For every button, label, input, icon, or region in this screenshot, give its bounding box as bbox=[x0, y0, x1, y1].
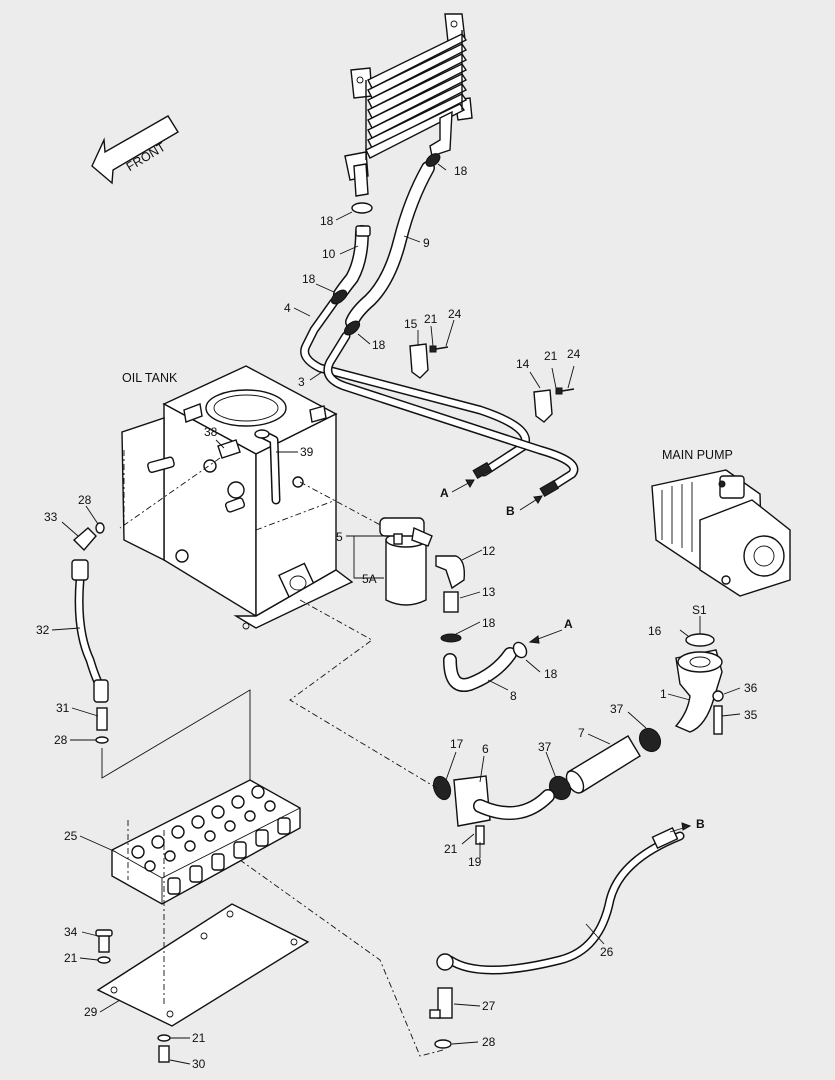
pipe-4 bbox=[300, 297, 530, 477]
callout-32: 32 bbox=[36, 623, 50, 637]
callout-18: 18 bbox=[372, 338, 386, 352]
callout-37: 37 bbox=[610, 702, 624, 716]
washer-36 bbox=[712, 690, 724, 702]
callout-4: 4 bbox=[284, 301, 291, 315]
callout-37: 37 bbox=[538, 740, 552, 754]
fitting-27 bbox=[429, 953, 454, 1019]
hose-9 bbox=[345, 161, 435, 329]
oil-tank bbox=[121, 365, 354, 630]
callout-18: 18 bbox=[320, 214, 334, 228]
callout-21: 21 bbox=[444, 842, 458, 856]
callout-12: 12 bbox=[482, 544, 496, 558]
callout-19: 19 bbox=[468, 855, 482, 869]
callout-10: 10 bbox=[322, 247, 336, 261]
callout-31: 31 bbox=[56, 701, 70, 715]
callout-36: 36 bbox=[744, 681, 758, 695]
callout-25: 25 bbox=[64, 829, 78, 843]
callout-14: 14 bbox=[516, 357, 530, 371]
callout-38: 38 bbox=[204, 425, 218, 439]
callout-17: 17 bbox=[450, 737, 464, 751]
callout-21: 21 bbox=[544, 349, 558, 363]
callout-30: 30 bbox=[192, 1057, 206, 1071]
callout-s1: S1 bbox=[692, 603, 707, 617]
elbow-38 bbox=[217, 439, 241, 459]
hose-8 bbox=[443, 641, 528, 692]
callout-8: 8 bbox=[510, 689, 517, 703]
callout-35: 35 bbox=[744, 708, 758, 722]
callout-29: 29 bbox=[84, 1005, 98, 1019]
callout-a: A bbox=[440, 486, 449, 500]
pipe-3 bbox=[323, 331, 579, 493]
bolt-30 bbox=[158, 1045, 170, 1063]
suction-pipe-6 bbox=[453, 775, 555, 827]
main-pump-label: MAIN PUMP bbox=[662, 448, 733, 462]
o-ring-17 bbox=[432, 775, 452, 801]
callout-28: 28 bbox=[78, 493, 92, 507]
bracket-14 bbox=[533, 387, 575, 423]
hose-32 bbox=[71, 559, 109, 703]
o-ring-28-bottom bbox=[434, 1039, 452, 1049]
callout-21: 21 bbox=[192, 1031, 206, 1045]
elbow-33 bbox=[72, 527, 97, 552]
hose-26 bbox=[445, 826, 685, 975]
main-pump bbox=[651, 469, 791, 597]
callout-3: 3 bbox=[298, 375, 305, 389]
bolt-35 bbox=[713, 705, 723, 735]
callout-15: 15 bbox=[404, 317, 418, 331]
callout-18: 18 bbox=[482, 616, 496, 630]
callout-13: 13 bbox=[482, 585, 496, 599]
callout-24: 24 bbox=[567, 347, 581, 361]
o-ring-28-left bbox=[95, 736, 109, 744]
front-arrow: FRONT bbox=[91, 115, 179, 185]
flow-arrows bbox=[451, 479, 692, 833]
callout-18: 18 bbox=[302, 272, 316, 286]
callout-34: 34 bbox=[64, 925, 78, 939]
callout-b: B bbox=[506, 504, 515, 518]
callout-18: 18 bbox=[544, 667, 558, 681]
control-valve-25 bbox=[111, 779, 301, 905]
suction-pipe-39 bbox=[254, 429, 281, 505]
callout-18: 18 bbox=[454, 164, 468, 178]
callout-9: 9 bbox=[423, 236, 430, 250]
callout-leaders bbox=[51, 163, 741, 1065]
nipple-13 bbox=[443, 591, 459, 613]
suction-hose-7 bbox=[565, 735, 641, 794]
callout-21: 21 bbox=[64, 951, 78, 965]
o-ring-16 bbox=[685, 633, 715, 647]
line-filter-5 bbox=[379, 517, 433, 606]
bracket-15 bbox=[409, 343, 449, 379]
callout-39: 39 bbox=[300, 445, 314, 459]
hose-10 bbox=[333, 225, 369, 301]
oil-cooler bbox=[344, 13, 473, 197]
callout-5: 5 bbox=[336, 530, 343, 544]
callout-28: 28 bbox=[482, 1035, 496, 1049]
suction-elbow-1 bbox=[674, 649, 723, 733]
bolt-19 bbox=[475, 825, 485, 845]
cover-plate-29 bbox=[96, 903, 310, 1027]
callout-5a: 5A bbox=[362, 572, 377, 586]
hose-clamp bbox=[330, 153, 441, 336]
callout-b: B bbox=[696, 817, 705, 831]
callout-labels: 18 18 10 9 18 4 18 3 15 21 24 14 21 24 3… bbox=[36, 164, 758, 1071]
callout-16: 16 bbox=[648, 624, 662, 638]
callout-26: 26 bbox=[600, 945, 614, 959]
o-ring-28-top bbox=[95, 522, 105, 534]
callout-7: 7 bbox=[578, 726, 585, 740]
clamp-37 bbox=[638, 727, 662, 753]
callout-27: 27 bbox=[482, 999, 496, 1013]
oil-tank-label: OIL TANK bbox=[122, 371, 178, 385]
callout-21: 21 bbox=[424, 312, 438, 326]
elbow-12 bbox=[435, 555, 466, 590]
callout-6: 6 bbox=[482, 742, 489, 756]
callout-24: 24 bbox=[448, 307, 462, 321]
callout-1: 1 bbox=[660, 687, 667, 701]
connector-31 bbox=[96, 707, 108, 731]
callout-a: A bbox=[564, 617, 573, 631]
callout-33: 33 bbox=[44, 510, 58, 524]
callout-28: 28 bbox=[54, 733, 68, 747]
